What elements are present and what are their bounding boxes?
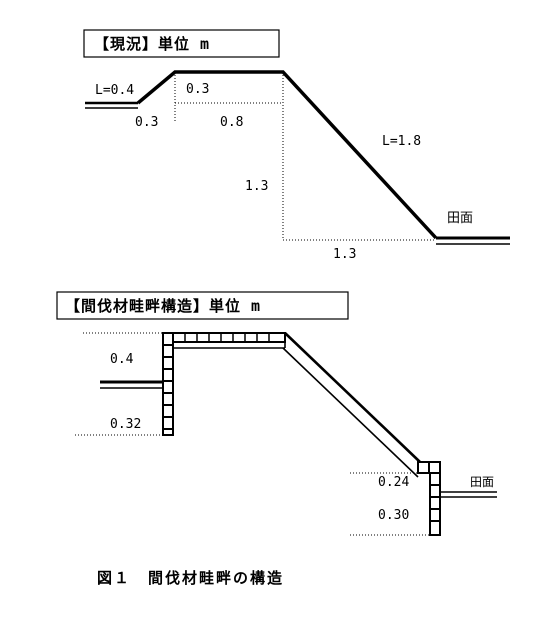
label-field-2: 田面 [470, 475, 494, 489]
label-right-upper: 0.24 [378, 475, 409, 490]
label-left-run: 0.3 [135, 115, 158, 130]
label-field: 田面 [447, 211, 473, 226]
label-slope-right: L=1.8 [382, 134, 421, 149]
label-slope-left: L=0.4 [95, 83, 134, 98]
right-post [417, 461, 441, 536]
label-height: 1.3 [245, 179, 268, 194]
diagram-title: 【現況】単位 m [94, 35, 210, 53]
figure-caption: 図１ 間伐材畦畔の構造 [97, 569, 284, 587]
levee-profile [136, 70, 438, 240]
label-top-height: 0.3 [186, 82, 209, 97]
diagram-title-2: 【間伐材畦畔構造】単位 m [65, 297, 261, 315]
label-run: 1.3 [333, 247, 356, 262]
title-box [83, 29, 280, 58]
left-post [162, 332, 174, 436]
label-top-width: 0.8 [220, 115, 243, 130]
title-box-2 [56, 291, 349, 320]
slope-inner [282, 347, 419, 478]
label-left-upper: 0.4 [110, 352, 134, 367]
label-right-lower: 0.30 [378, 508, 409, 523]
top-beam [172, 332, 286, 343]
diagram-current: 【現況】単位 m L=0.4 0.3 0.3 0.8 L=1.8 1.3 1.3… [83, 29, 510, 262]
slope-outer [284, 332, 421, 463]
label-left-lower: 0.32 [110, 417, 141, 432]
diagram-thinning-timber: 【間伐材畦畔構造】単位 m [56, 291, 497, 536]
